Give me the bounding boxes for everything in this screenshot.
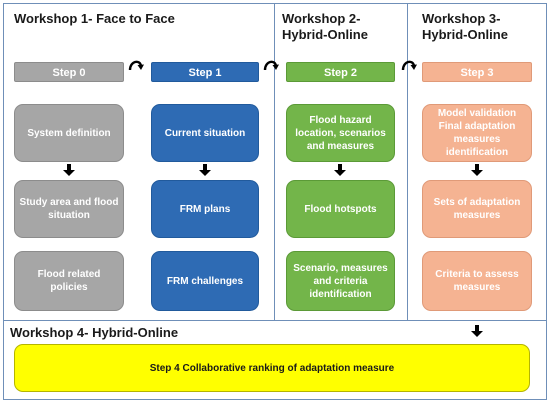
card-study-area: Study area and flood situation: [14, 180, 124, 238]
curved-arrow-icon: [128, 60, 144, 71]
card-flood-hazard: Flood hazard location, scenarios and mea…: [286, 104, 395, 162]
card-current-situation: Current situation: [151, 104, 259, 162]
card-flood-hotspots: Flood hotspots: [286, 180, 395, 238]
curved-arrow-icon: [263, 60, 279, 71]
curved-arrow-icon: [401, 60, 417, 71]
card-model-validation: Model validation Final adaptation measur…: [422, 104, 532, 162]
step-2-bar: Step 2: [286, 62, 395, 82]
workshop-2-title: Workshop 2- Hybrid-Online: [282, 11, 368, 42]
step-1-bar: Step 1: [151, 62, 259, 82]
card-scenario-criteria: Scenario, measures and criteria identifi…: [286, 251, 395, 311]
divider-ws2-ws3: [407, 4, 408, 320]
step-4-collaborative-ranking: Step 4 Collaborative ranking of adaptati…: [14, 344, 530, 392]
card-assessment-criteria: Criteria to assess measures: [422, 251, 532, 311]
diagram-frame: [3, 3, 547, 400]
divider-ws1-ws2: [274, 4, 275, 320]
step-3-bar: Step 3: [422, 62, 532, 82]
workshop-1-title: Workshop 1- Face to Face: [14, 11, 175, 26]
card-frm-plans: FRM plans: [151, 180, 259, 238]
divider-ws4: [4, 320, 546, 321]
workshop-4-title: Workshop 4- Hybrid-Online: [10, 325, 179, 340]
card-flood-policies: Flood related policies: [14, 251, 124, 311]
card-frm-challenges: FRM challenges: [151, 251, 259, 311]
card-system-definition: System definition: [14, 104, 124, 162]
step-0-bar: Step 0: [14, 62, 124, 82]
workshop-3-title: Workshop 3- Hybrid-Online: [422, 11, 508, 42]
card-adaptation-sets: Sets of adaptation measures: [422, 180, 532, 238]
